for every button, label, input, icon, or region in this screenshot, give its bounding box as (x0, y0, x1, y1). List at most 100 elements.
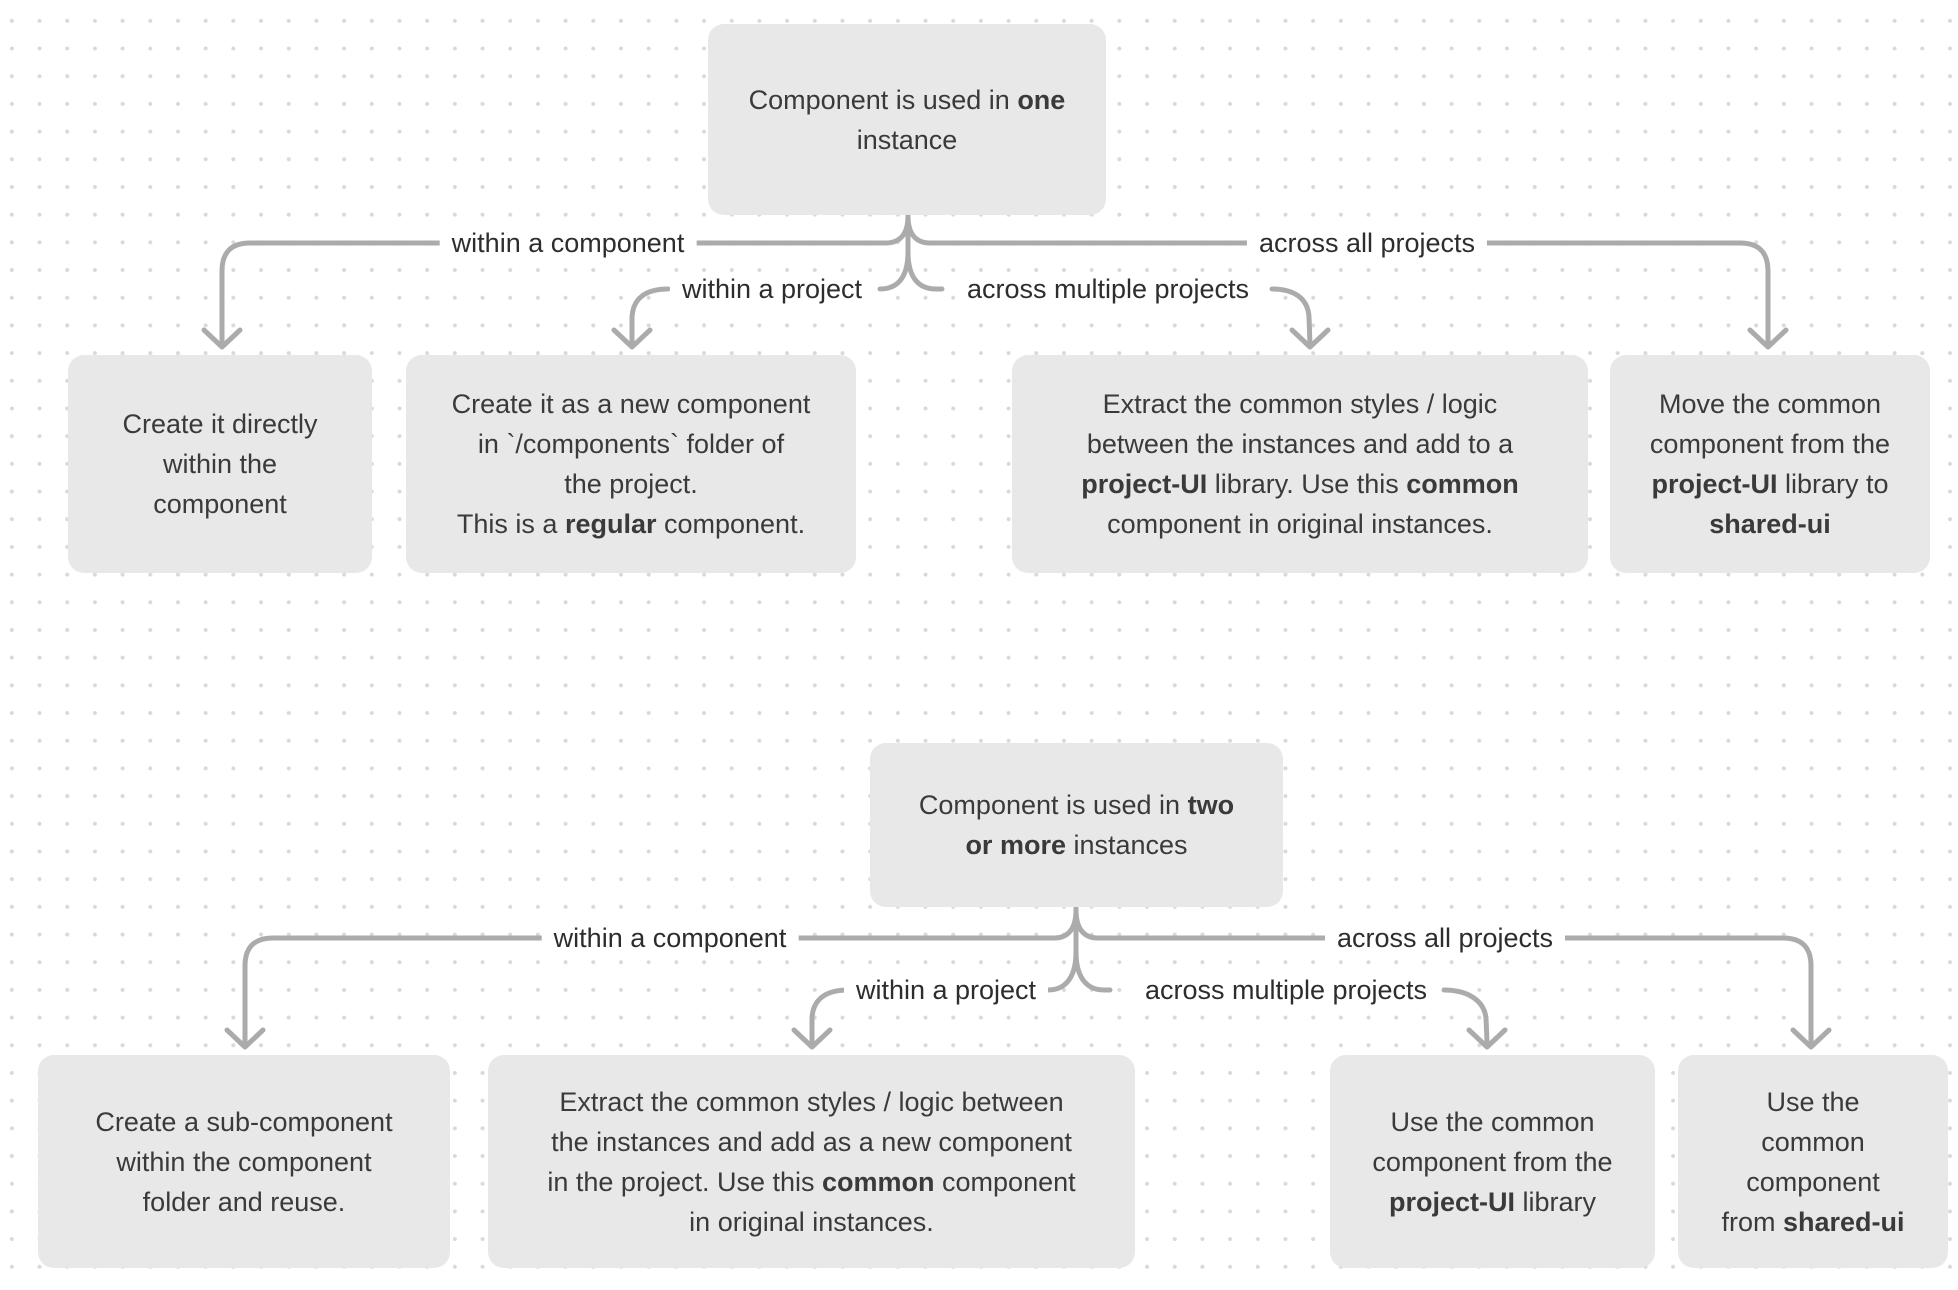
text-line: This is a regular component. (457, 504, 805, 544)
text-line: within the component (116, 1142, 371, 1182)
text-segment-bold: project-UI (1651, 469, 1778, 499)
text-line: component from the (1372, 1142, 1612, 1182)
text-segment: library to (1777, 469, 1889, 499)
text-line: the instances and add as a new component (551, 1122, 1072, 1162)
text-segment: This is a (456, 509, 565, 539)
text-segment: Component is used in (918, 790, 1188, 820)
text-segment: in the project. Use this (547, 1166, 823, 1197)
text-segment: folder and reuse. (142, 1186, 346, 1217)
tree1-branch-label-within-a-project: within a project (669, 272, 875, 306)
text-segment: library (1515, 1186, 1597, 1217)
text-line: or more instances (965, 825, 1187, 865)
tree2-arrowhead-down-icon-3 (1466, 1027, 1508, 1050)
text-segment-bold: regular (564, 509, 657, 539)
text-segment: common (1761, 1126, 1865, 1157)
text-segment: component from the (1649, 429, 1891, 459)
text-line: within the (163, 444, 277, 484)
text-line: instance (857, 120, 958, 160)
text-line: Extract the common styles / logic (1103, 384, 1498, 424)
text-line: component in original instances. (1107, 504, 1493, 544)
text-segment-bold: two (1187, 790, 1235, 820)
text-line: project-UI library. Use this common (1081, 464, 1519, 504)
tree2-arrowhead-down-icon-1 (224, 1027, 266, 1050)
text-segment: Extract the common styles / logic (1102, 389, 1498, 419)
tree1-branch-line-across-all-projects (905, 213, 1771, 348)
tree2-outcome-node-use-project-ui: Use the common component from the project-… (1330, 1055, 1655, 1268)
text-segment: component (934, 1166, 1076, 1197)
tree1-outcome-node-move-to-shared-ui: Move the common component from the project… (1610, 355, 1930, 573)
text-segment-bold: project-UI (1081, 469, 1208, 499)
text-segment: the instances and add as a new component (551, 1126, 1072, 1157)
text-line: folder and reuse. (143, 1182, 346, 1222)
text-line: from shared-ui (1721, 1202, 1904, 1242)
text-line: project-UI library (1389, 1182, 1596, 1222)
text-segment: in original instances. (689, 1206, 934, 1237)
tree1-arrowhead-down-icon-4 (1747, 327, 1789, 350)
tree1-outcome-node-regular-component: Create it as a new component in `/compone… (406, 355, 856, 573)
text-segment: Use the (1766, 1086, 1860, 1117)
tree2-branch-label-across-all-projects: across all projects (1324, 921, 1566, 955)
text-segment: Create it directly (122, 409, 318, 439)
text-segment: component. (656, 509, 806, 539)
text-line: the project. (564, 464, 698, 504)
text-segment: from (1721, 1206, 1783, 1237)
tree2-branch-label-within-a-project: within a project (843, 973, 1049, 1007)
text-segment: component (1746, 1166, 1880, 1197)
text-line: Use the (1766, 1082, 1859, 1122)
text-segment: library. Use this (1207, 469, 1407, 499)
text-line: between the instances and add to a (1087, 424, 1513, 464)
text-line: Create it directly (122, 404, 317, 444)
text-segment: Extract the common styles / logic betwee… (559, 1086, 1064, 1117)
text-line: component (1746, 1162, 1880, 1202)
text-line: in the project. Use this common componen… (547, 1162, 1075, 1202)
tree1-branch-line-within-a-component (219, 213, 911, 348)
tree1-root-node-one-instance: Component is used in one instance (708, 24, 1106, 215)
tree1-arrowhead-down-icon-3 (1289, 327, 1331, 350)
text-segment: Move the common (1658, 389, 1882, 419)
tree1-branch-label-across-all-projects: across all projects (1246, 226, 1488, 260)
text-segment-bold: shared-ui (1782, 1206, 1905, 1237)
text-segment: Component is used in (748, 84, 1018, 115)
text-segment: instance (856, 124, 958, 155)
text-segment: component from the (1372, 1146, 1613, 1177)
tree2-branch-label-across-multiple-projects: across multiple projects (1132, 973, 1440, 1007)
tree2-outcome-node-extract-common-component: Extract the common styles / logic betwee… (488, 1055, 1135, 1268)
text-segment-bold: common (822, 1166, 935, 1197)
tree1-arrowhead-down-icon-1 (201, 327, 243, 350)
text-segment: Create a sub-component (95, 1106, 393, 1137)
text-line: Extract the common styles / logic betwee… (559, 1082, 1063, 1122)
text-line: in original instances. (689, 1202, 934, 1242)
text-segment: component (153, 489, 287, 519)
text-segment: the project. (564, 469, 698, 499)
text-line: Create a sub-component (95, 1102, 392, 1142)
text-segment-bold: shared-ui (1709, 509, 1831, 539)
tree1-branch-label-across-multiple-projects: across multiple projects (954, 272, 1262, 306)
text-segment: Use the common (1390, 1106, 1595, 1137)
tree2-outcome-node-create-sub-component: Create a sub-component within the compone… (38, 1055, 450, 1268)
tree2-arrowhead-down-icon-4 (1790, 1027, 1832, 1050)
text-segment: instances (1065, 830, 1188, 860)
text-line: shared-ui (1709, 504, 1831, 544)
tree2-branch-line-across-multiple-projects (1441, 987, 1490, 1045)
tree1-branch-line-within-a-project (629, 286, 671, 348)
tree2-stem-and-within-a-project-curl (1045, 905, 1079, 993)
text-line: Move the common (1659, 384, 1881, 424)
text-line: component (153, 484, 287, 524)
tree2-arrowhead-down-icon-2 (791, 1027, 833, 1050)
text-segment: in `/components` folder of (477, 429, 785, 459)
tree1-arrowhead-down-icon-2 (611, 327, 653, 350)
text-segment: within the component (116, 1146, 372, 1177)
text-line: in `/components` folder of (478, 424, 784, 464)
tree1-outcome-node-create-directly: Create it directly within the component (68, 355, 372, 573)
text-segment: within the (162, 449, 278, 479)
tree2-branch-line-across-all-projects (1073, 907, 1814, 1048)
tree1-outcome-node-extract-to-project-ui: Extract the common styles / logic between… (1012, 355, 1588, 573)
text-segment: Create it as a new component (451, 389, 811, 419)
text-segment-bold: one (1017, 84, 1066, 115)
tree1-branch-line-across-multiple-projects (1269, 286, 1313, 348)
text-line: Use the common (1390, 1102, 1594, 1142)
text-segment-bold: project-UI (1388, 1186, 1515, 1217)
